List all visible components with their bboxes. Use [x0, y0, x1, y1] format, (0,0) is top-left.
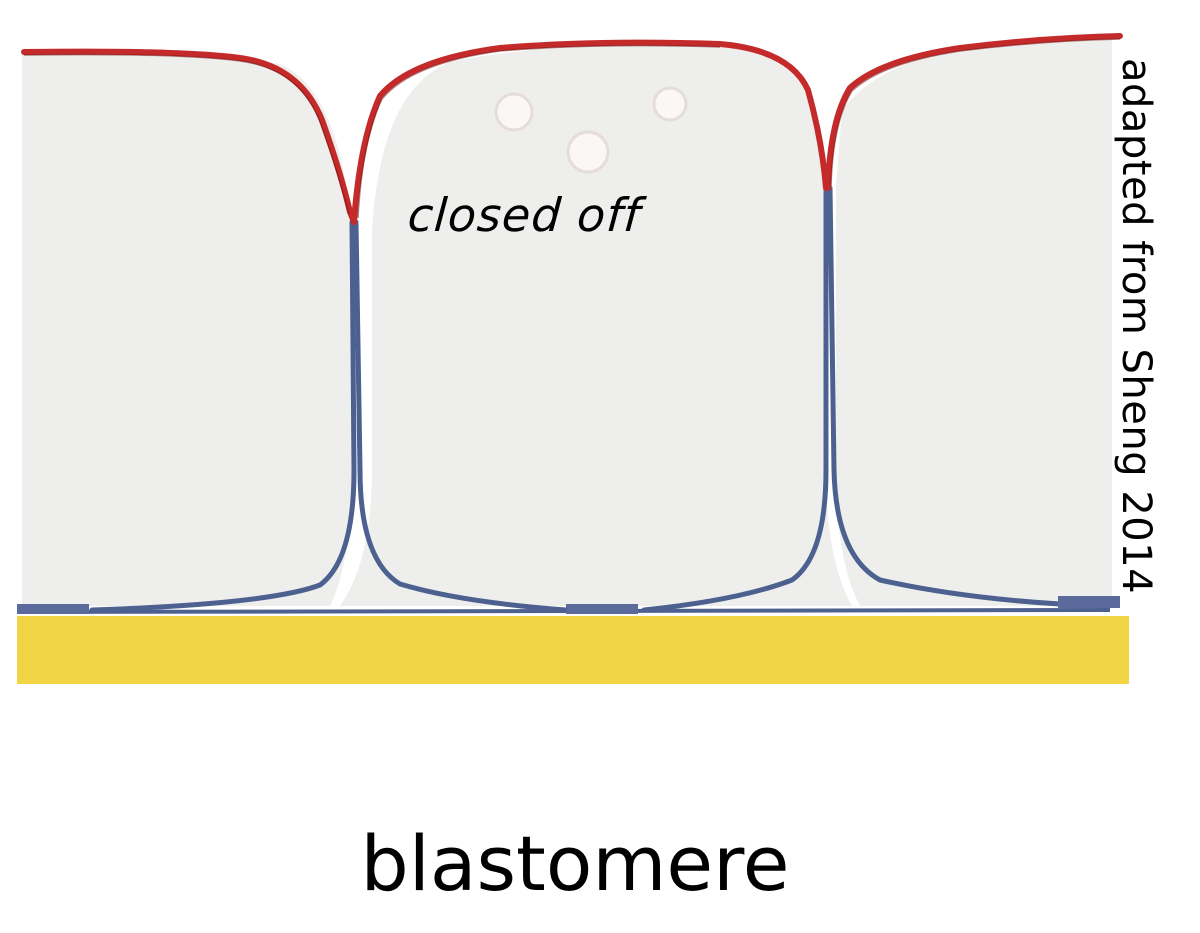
source-credit: adapted from Sheng 2014: [1113, 58, 1159, 595]
diagram-title: blastomere: [360, 819, 790, 908]
basal-contact: [1058, 596, 1120, 608]
basal-contact: [566, 604, 638, 614]
apical-shading: [23, 38, 1121, 219]
basolateral-membranes: [89, 185, 1063, 613]
vesicle: [494, 92, 534, 132]
right-junction-lateral-right: [827, 185, 1063, 607]
right-cell-apical: [825, 33, 1123, 191]
basal-contact: [17, 604, 89, 614]
left-junction-lateral-left: [89, 219, 357, 613]
basal-contacts: [17, 596, 1120, 614]
left-cell: [22, 52, 352, 606]
middle-cell-apical-left: [351, 39, 829, 225]
right-cell: [836, 36, 1112, 606]
closed-off-annotation: closed off: [406, 188, 643, 242]
left-cell-apical: [21, 48, 357, 225]
vesicle: [652, 86, 688, 122]
cell-bodies: [22, 36, 1112, 606]
left-junction-lateral-right: [353, 219, 569, 613]
middle-cell: [340, 43, 852, 606]
vesicles: [494, 86, 688, 174]
substrate-layer: [17, 616, 1129, 684]
vesicle: [566, 130, 610, 174]
apical-membranes: [21, 33, 1123, 225]
right-junction-lateral-left: [641, 185, 829, 613]
